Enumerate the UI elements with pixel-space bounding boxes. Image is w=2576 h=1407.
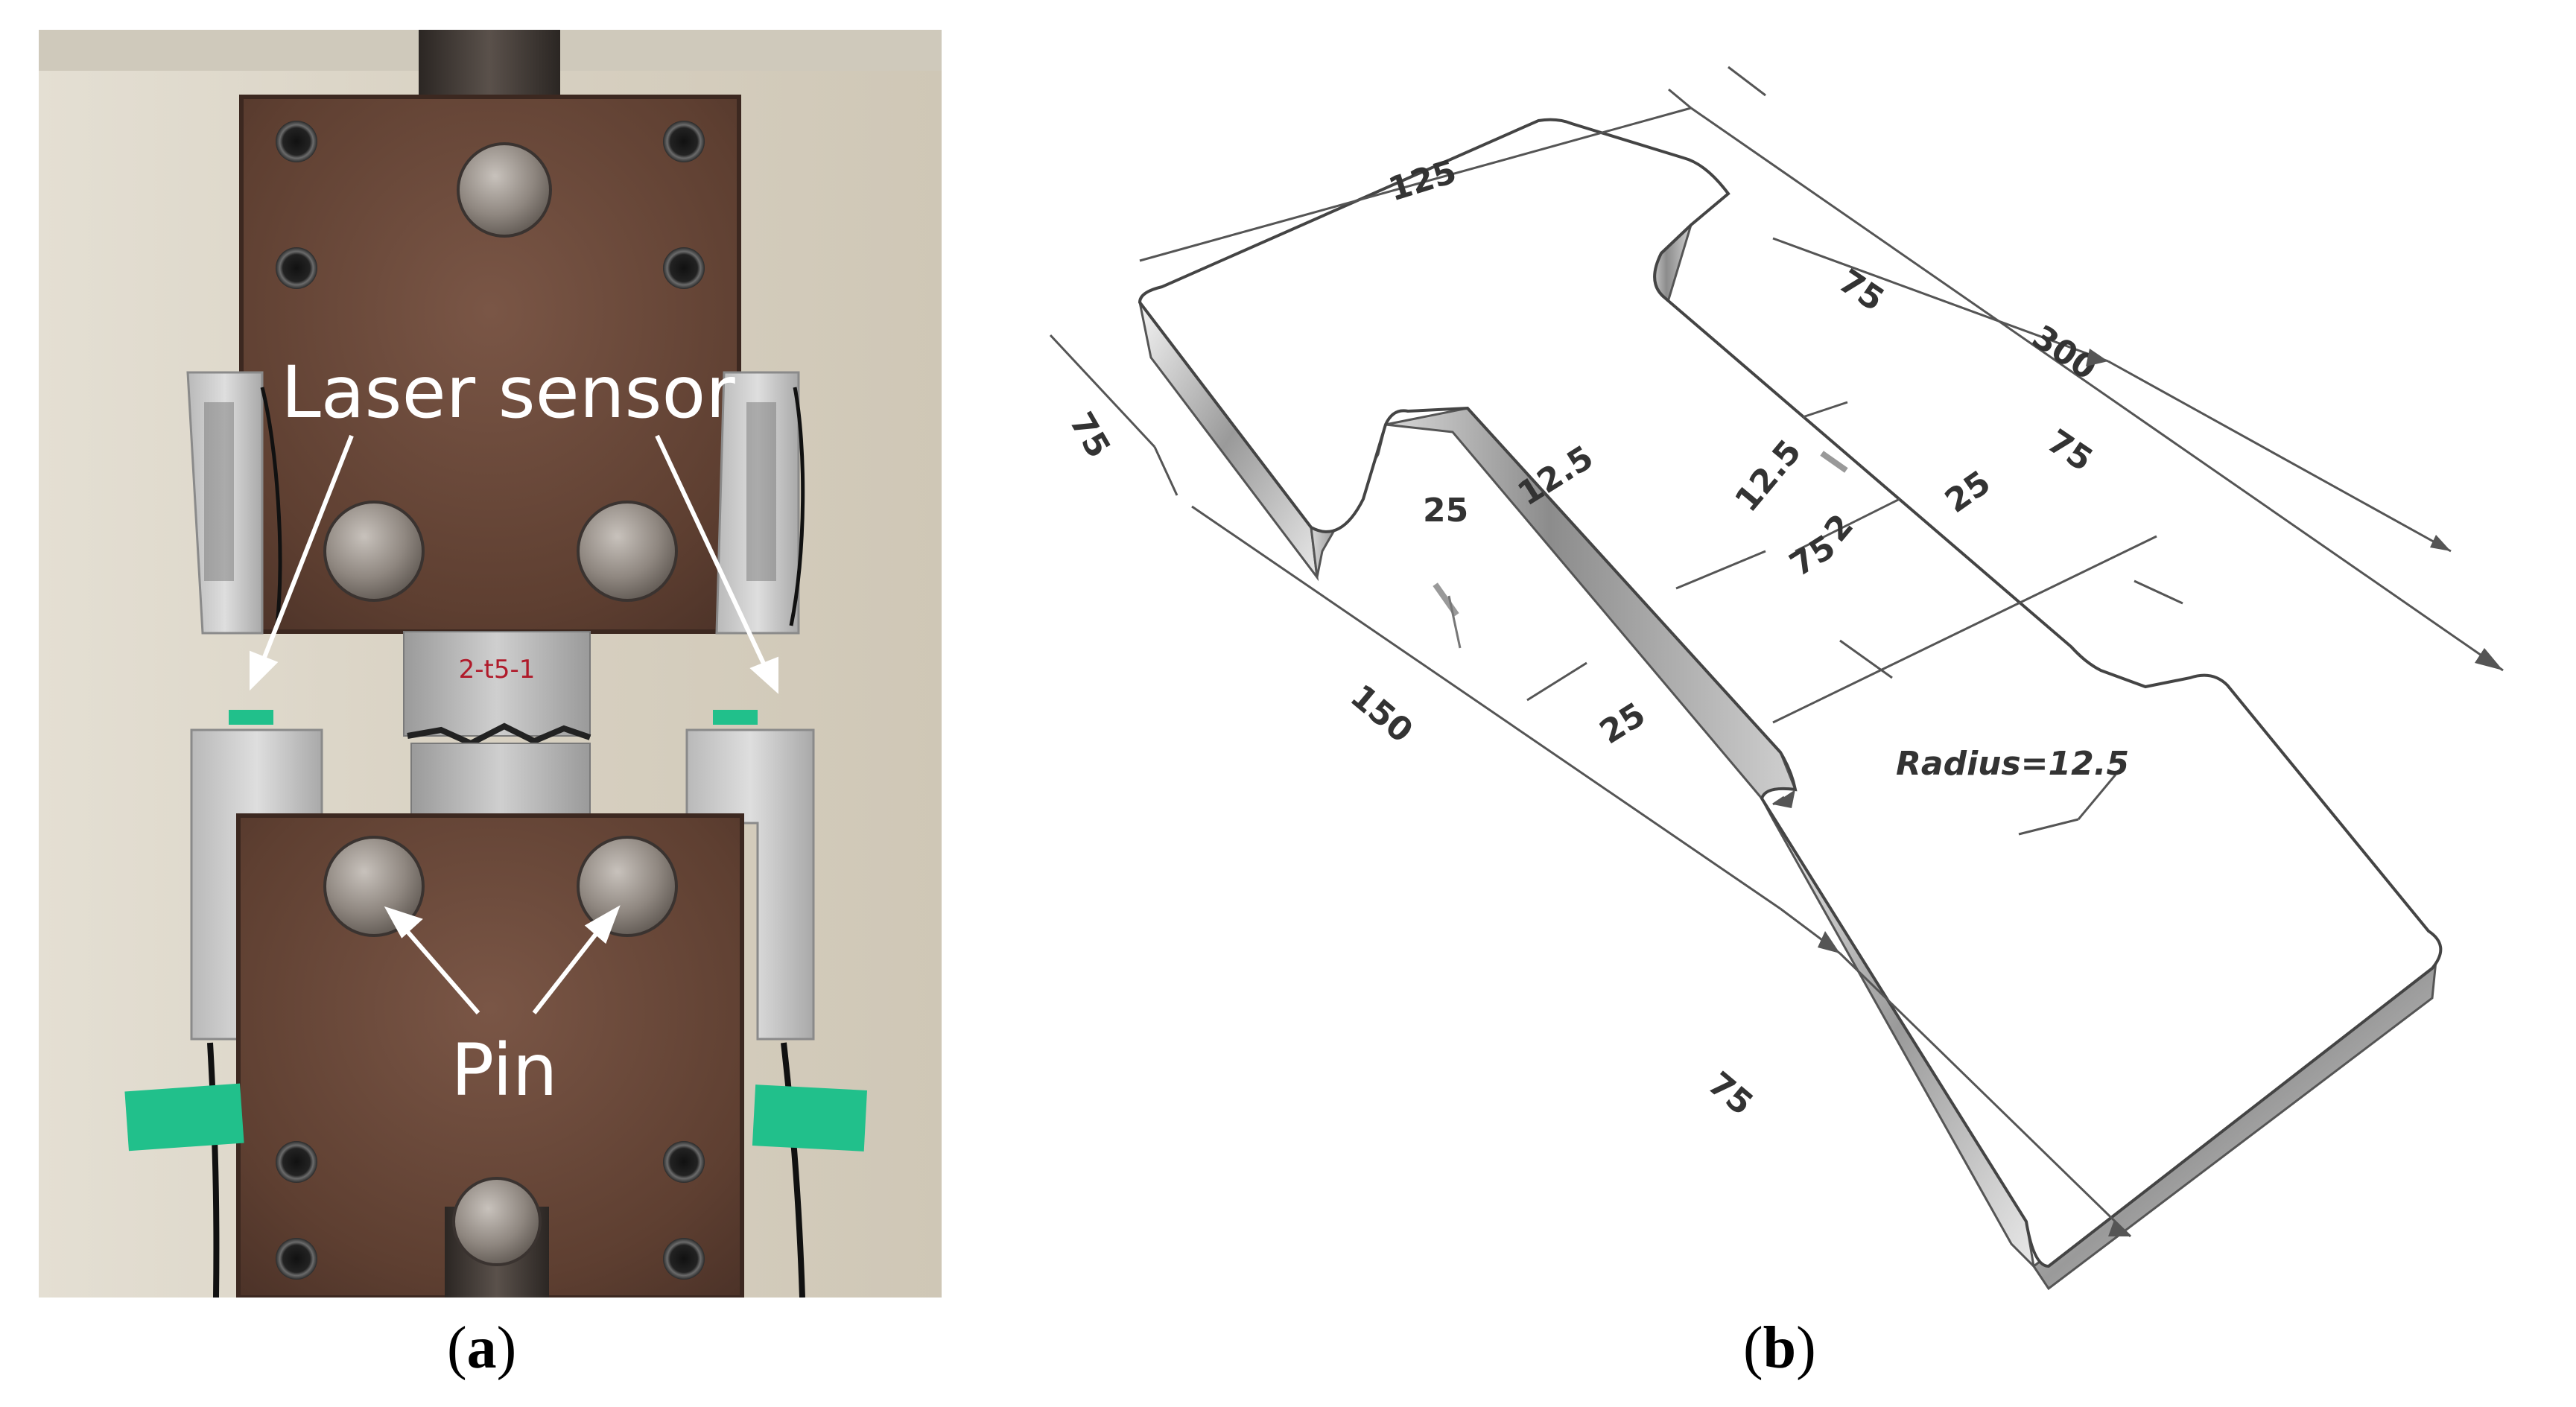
- dim-neck-step-lower: 75: [2040, 422, 2099, 480]
- dimension-arrowheads: [1773, 349, 2503, 1236]
- test-rig-photo: 2-t5-1 Laser sensor: [39, 30, 942, 1298]
- dim-neck-step-upper: 75: [1832, 262, 1891, 320]
- right-cable: [781, 1042, 805, 1298]
- right-tape: [752, 1084, 867, 1152]
- bolt-icon: [276, 1141, 317, 1183]
- specimen-mark: 2-t5-1: [459, 655, 536, 685]
- dim-bottom-end-length: 75: [1701, 1064, 1760, 1122]
- bolt-icon: [663, 247, 705, 289]
- pin-arrows: [384, 905, 621, 1014]
- top-shaft: [419, 30, 560, 101]
- bolt-icon: [663, 1141, 705, 1183]
- bolt-icon: [276, 121, 317, 162]
- notch-slot-right: [1820, 451, 1848, 473]
- bolt-icon: [276, 1238, 317, 1280]
- dim-bottom-length: 150: [1343, 677, 1420, 750]
- caption-a: (a): [447, 1315, 517, 1381]
- left-cable: [207, 1042, 220, 1298]
- lower-right-pin: [577, 836, 678, 937]
- pin-label: Pin: [451, 1029, 557, 1112]
- laser-sensor-arrows: [250, 434, 778, 694]
- specimen-upper-part: [403, 631, 591, 737]
- upper-right-pin: [577, 501, 678, 602]
- dim-radius-note: Radius=12.5: [1896, 745, 2129, 783]
- lower-left-pin: [323, 836, 425, 937]
- specimen-top-face: [1138, 118, 2443, 1268]
- top-pin-head: [457, 142, 552, 238]
- bolt-icon: [276, 247, 317, 289]
- dim-neck-left-width: 25: [1423, 492, 1468, 530]
- notch-slot-left: [1433, 582, 1459, 617]
- dimension-lines: [1049, 66, 2504, 1238]
- specimen-drawing-panel: 125 300 75 75 75 150 75 25 12.5 12.5 2 7…: [991, 30, 2555, 1341]
- specimen-drawing: 125 300 75 75 75 150 75 25 12.5 12.5 2 7…: [1049, 66, 2504, 1291]
- specimen-crack: [407, 722, 591, 747]
- dim-left-end-length: 75: [1062, 406, 1117, 465]
- dim-right-end-width: 25: [1938, 463, 1997, 521]
- upper-left-pin: [323, 501, 425, 602]
- bolt-icon: [663, 121, 705, 162]
- upper-left-sensor-bracket: [186, 371, 264, 635]
- photo-panel: 2-t5-1 Laser sensor: [39, 30, 942, 1298]
- laser-sensor-label: Laser sensor: [281, 351, 735, 434]
- left-tape: [124, 1083, 244, 1152]
- bolt-icon: [663, 1238, 705, 1280]
- bottom-pin-head: [452, 1177, 542, 1266]
- upper-right-sensor-bracket: [715, 371, 800, 635]
- caption-b: (b): [1743, 1315, 1816, 1381]
- dim-neck-bottom-width: 25: [1593, 696, 1652, 752]
